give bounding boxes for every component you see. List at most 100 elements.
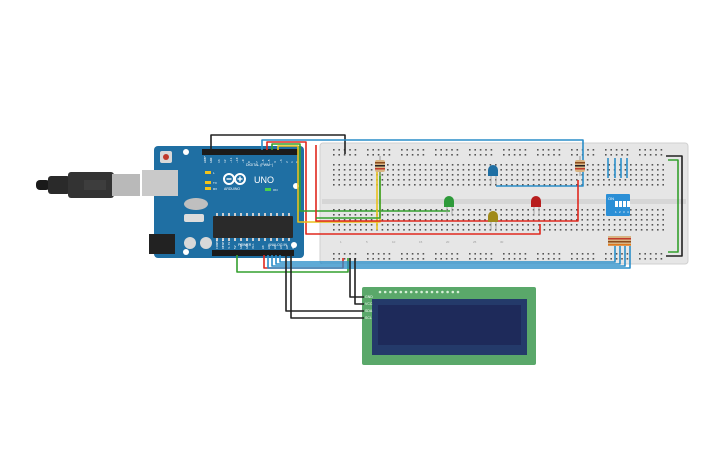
lcd-scl-pin[interactable]: SCL bbox=[365, 316, 372, 320]
usb-cable[interactable] bbox=[36, 172, 140, 198]
hole bbox=[516, 179, 519, 181]
arduino-uno-board[interactable]: UNO ARDUINO DIGITAL (PWM~) POWER ANALOG … bbox=[142, 146, 304, 258]
wire-green-power[interactable] bbox=[236, 255, 349, 273]
digital-header[interactable] bbox=[202, 149, 298, 155]
led-green[interactable] bbox=[444, 196, 454, 215]
wire-green-rail-jumper[interactable] bbox=[668, 159, 679, 253]
board-brand-label: ARDUINO bbox=[224, 187, 240, 191]
hole bbox=[505, 184, 508, 186]
hole bbox=[479, 149, 482, 151]
hole bbox=[462, 184, 465, 186]
hole bbox=[553, 258, 555, 260]
led-red[interactable] bbox=[531, 196, 541, 215]
resistor-array[interactable] bbox=[608, 236, 631, 246]
resistors[interactable] bbox=[375, 156, 631, 246]
wire-blue-dip-3[interactable] bbox=[275, 245, 621, 265]
dip-toggle-3[interactable] bbox=[623, 201, 626, 207]
hole bbox=[430, 179, 432, 181]
dc-power-jack bbox=[149, 234, 175, 254]
hole bbox=[597, 224, 600, 226]
lcd-vcc-pin[interactable]: VCC bbox=[365, 302, 373, 306]
lcd-gnd-pin[interactable]: GND bbox=[365, 295, 373, 299]
hole bbox=[333, 149, 335, 151]
hole bbox=[349, 179, 351, 181]
wire-blue-dip-4[interactable] bbox=[279, 245, 616, 263]
hole bbox=[615, 154, 618, 156]
resistor[interactable] bbox=[575, 156, 585, 176]
lcd-i2c-module[interactable]: GND VCC SDA SCL bbox=[362, 287, 536, 365]
hole bbox=[586, 209, 589, 211]
wire-black-rail-jumper[interactable] bbox=[666, 155, 683, 257]
lcd-sda-pin[interactable]: SDA bbox=[365, 309, 373, 313]
wires[interactable] bbox=[210, 134, 683, 319]
hole bbox=[383, 258, 385, 260]
hole bbox=[592, 209, 594, 211]
dip-toggle-4[interactable] bbox=[627, 201, 630, 207]
wire-red-resistor[interactable] bbox=[315, 145, 579, 222]
hole bbox=[343, 184, 346, 186]
led-yellow[interactable] bbox=[488, 211, 498, 230]
wire-green-led[interactable] bbox=[271, 143, 450, 212]
hole bbox=[532, 184, 535, 186]
hole bbox=[408, 169, 411, 171]
hole bbox=[349, 253, 351, 255]
power-analog-header[interactable] bbox=[212, 250, 294, 256]
hole bbox=[559, 229, 562, 231]
hole bbox=[559, 214, 562, 216]
wire-black-lcd-scl[interactable] bbox=[290, 255, 364, 319]
hole bbox=[403, 179, 405, 181]
wire-black-lcd-vcc[interactable] bbox=[354, 258, 364, 305]
hole bbox=[435, 149, 437, 151]
hole bbox=[457, 164, 459, 166]
wire-blue-dip-2[interactable] bbox=[271, 245, 626, 267]
d2-pin-label: 2 bbox=[285, 161, 289, 163]
wire-green-resistor[interactable] bbox=[316, 166, 381, 219]
hole bbox=[401, 253, 403, 255]
hole bbox=[640, 169, 643, 171]
wire-black-lcd-sda[interactable] bbox=[285, 255, 364, 312]
wire-blue-led[interactable] bbox=[261, 139, 584, 187]
wire-black-lcd-gnd[interactable] bbox=[349, 258, 364, 298]
hole bbox=[338, 224, 340, 226]
wire-blue-dip-1[interactable] bbox=[267, 245, 631, 269]
hole bbox=[441, 179, 443, 181]
hole bbox=[403, 219, 405, 221]
hole bbox=[397, 229, 400, 231]
hole bbox=[484, 229, 486, 231]
led-blue[interactable] bbox=[488, 165, 498, 184]
hole bbox=[635, 229, 637, 231]
hole bbox=[456, 258, 459, 260]
hole bbox=[360, 229, 362, 231]
leds[interactable] bbox=[444, 165, 541, 230]
hole bbox=[360, 179, 362, 181]
hole bbox=[558, 154, 561, 156]
hole bbox=[333, 164, 335, 166]
wire-red-led[interactable] bbox=[266, 141, 541, 235]
hole bbox=[473, 209, 475, 211]
hole bbox=[570, 229, 573, 231]
hole bbox=[657, 164, 659, 166]
hole bbox=[392, 214, 394, 216]
hole bbox=[554, 209, 556, 211]
hole bbox=[522, 219, 524, 221]
wire-black-gnd[interactable] bbox=[210, 134, 346, 154]
hole bbox=[597, 214, 600, 216]
column-number: 5 bbox=[366, 240, 368, 244]
dip-toggle-2[interactable] bbox=[619, 201, 622, 207]
hole bbox=[338, 258, 340, 260]
power-label: POWER bbox=[238, 243, 252, 247]
hole bbox=[419, 164, 421, 166]
resistor[interactable] bbox=[375, 156, 385, 176]
hole bbox=[549, 209, 551, 211]
hole bbox=[516, 174, 519, 176]
hole bbox=[354, 224, 357, 226]
hole bbox=[626, 253, 629, 255]
hole bbox=[586, 169, 589, 171]
hole bbox=[424, 164, 427, 166]
dip-switch[interactable]: ON 1 2 3 4 bbox=[606, 194, 630, 216]
hole bbox=[621, 149, 623, 151]
hole bbox=[435, 174, 438, 176]
hole bbox=[639, 253, 641, 255]
dip-toggle-1[interactable] bbox=[615, 201, 618, 207]
